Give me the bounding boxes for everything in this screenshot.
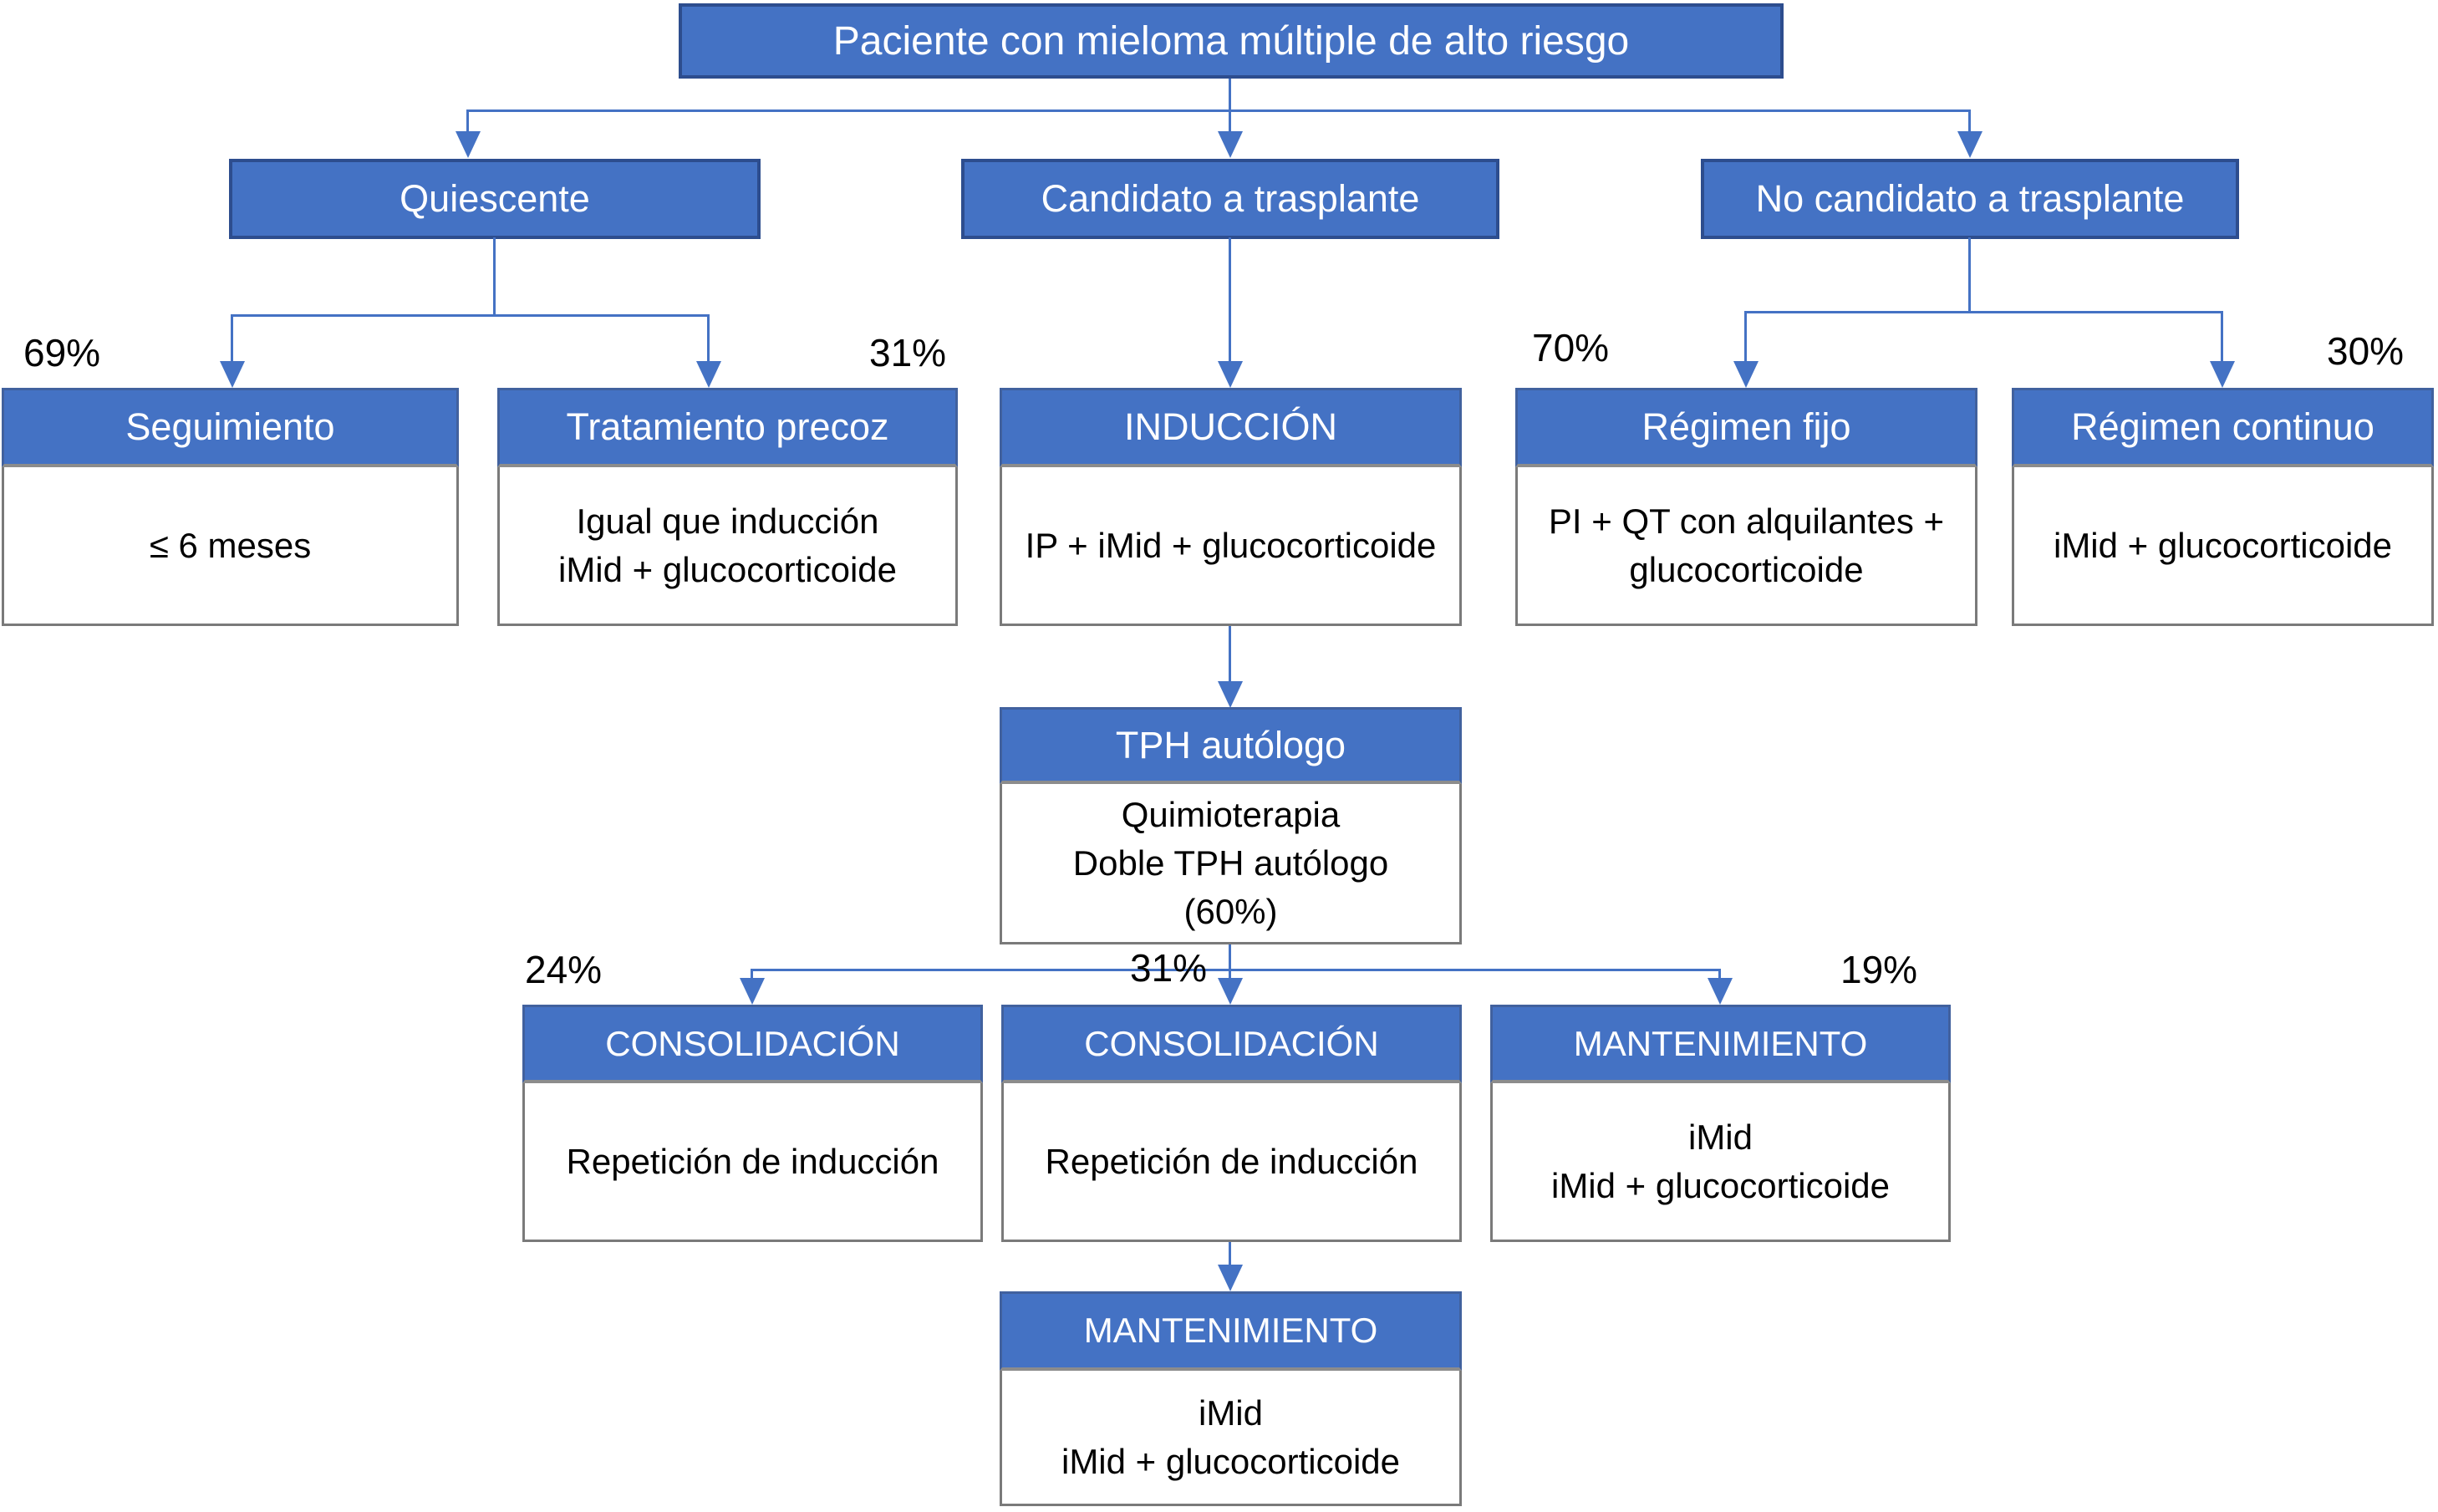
connector-drop-mantenimiento-right xyxy=(1718,969,1721,978)
node-regimen-fijo-header: Régimen fijo xyxy=(1515,388,1977,467)
branch-label-no-candidato: No candidato a trasplante xyxy=(1755,177,2185,220)
percent-mantenimiento-right: 19% xyxy=(1840,948,1918,991)
body-line: ≤ 6 meses xyxy=(149,525,312,565)
body-line: glucocorticoide xyxy=(1629,549,1864,589)
body-line: iMid + glucocorticoide xyxy=(1550,1165,1891,1205)
body-line: iMid xyxy=(1198,1392,1263,1433)
connector-drop-regimen-continuo xyxy=(2221,311,2223,361)
branch-label-quiescente: Quiescente xyxy=(400,177,590,220)
node-consolidacion-1-body: Repetición de inducción xyxy=(522,1083,983,1242)
body-line: Igual que inducción xyxy=(576,501,879,541)
node-consolidacion-2: CONSOLIDACIÓN Repetición de inducción xyxy=(1001,1005,1462,1242)
arrowhead-to-mantenimiento-bottom xyxy=(1218,1265,1243,1291)
node-seguimiento: Seguimiento ≤ 6 meses xyxy=(2,388,459,626)
connector-drop-consolidacion-1 xyxy=(751,969,753,978)
arrowhead-to-candidato xyxy=(1218,131,1243,158)
percent-regimen-fijo: 70% xyxy=(1532,326,1610,369)
node-mantenimiento-right-header: MANTENIMIENTO xyxy=(1490,1005,1951,1083)
connector-title-stem xyxy=(1229,79,1231,134)
body-line: PI + QT con alquilantes + xyxy=(1548,501,1945,541)
node-tratamiento-precoz-body: Igual que inducción iMid + glucocorticoi… xyxy=(497,467,958,626)
connector-drop-tratamiento xyxy=(707,314,710,361)
node-mantenimiento-bottom: MANTENIMIENTO iMid iMid + glucocorticoid… xyxy=(1000,1291,1462,1506)
branch-box-quiescente: Quiescente xyxy=(229,159,761,239)
arrowhead-to-regimen-fijo xyxy=(1733,361,1759,388)
branch-label-candidato: Candidato a trasplante xyxy=(1041,177,1420,220)
node-tph-autologo-body: Quimioterapia Doble TPH autólogo (60%) xyxy=(1000,784,1462,944)
arrowhead-to-no-candidato xyxy=(1957,131,1982,158)
arrowhead-to-seguimiento xyxy=(220,361,245,388)
body-line: iMid + glucocorticoide xyxy=(2053,525,2393,565)
branch-box-candidato: Candidato a trasplante xyxy=(961,159,1499,239)
connector-drop-quiescente xyxy=(466,109,469,134)
connector-drop-consolidacion-2 xyxy=(1229,969,1231,978)
body-line: Repetición de inducción xyxy=(1045,1141,1418,1181)
connector-consolidacion-2-stem xyxy=(1229,1242,1231,1265)
node-regimen-fijo: Régimen fijo PI + QT con alquilantes + g… xyxy=(1515,388,1977,626)
arrowhead-to-consolidacion-1 xyxy=(740,978,765,1005)
body-line: iMid + glucocorticoide xyxy=(557,549,898,589)
node-consolidacion-1-header: CONSOLIDACIÓN xyxy=(522,1005,983,1083)
node-seguimiento-body: ≤ 6 meses xyxy=(2,467,459,626)
body-line: iMid + glucocorticoide xyxy=(1061,1441,1401,1481)
branch-box-no-candidato: No candidato a trasplante xyxy=(1701,159,2239,239)
arrowhead-to-mantenimiento-right xyxy=(1708,978,1733,1005)
percent-consolidacion-1: 24% xyxy=(525,948,603,991)
node-regimen-fijo-body: PI + QT con alquilantes + glucocorticoid… xyxy=(1515,467,1977,626)
title-label: Paciente con mieloma múltiple de alto ri… xyxy=(832,18,1630,64)
body-line: Repetición de inducción xyxy=(566,1141,939,1181)
node-consolidacion-1: CONSOLIDACIÓN Repetición de inducción xyxy=(522,1005,983,1242)
node-regimen-continuo-header: Régimen continuo xyxy=(2012,388,2434,467)
arrowhead-to-consolidacion-2 xyxy=(1218,978,1243,1005)
body-line: Doble TPH autólogo xyxy=(1072,843,1389,883)
node-consolidacion-2-body: Repetición de inducción xyxy=(1001,1083,1462,1242)
node-tratamiento-precoz-header: Tratamiento precoz xyxy=(497,388,958,467)
connector-drop-regimen-fijo xyxy=(1744,311,1747,361)
arrowhead-to-induccion xyxy=(1218,361,1243,388)
connector-quiescente-stem xyxy=(493,237,496,314)
arrowhead-to-quiescente xyxy=(456,131,481,158)
connector-drop-seguimiento xyxy=(231,314,233,361)
node-tph-autologo-header: TPH autólogo xyxy=(1000,707,1462,784)
body-line: iMid xyxy=(1687,1117,1753,1157)
node-seguimiento-header: Seguimiento xyxy=(2,388,459,467)
node-induccion: INDUCCIÓN IP + iMid + glucocorticoide xyxy=(1000,388,1462,626)
node-regimen-continuo-body: iMid + glucocorticoide xyxy=(2012,467,2434,626)
connector-quiescente-crossbar xyxy=(232,314,709,317)
connector-no-candidato-stem xyxy=(1968,237,1971,311)
node-mantenimiento-right: MANTENIMIENTO iMid iMid + glucocorticoid… xyxy=(1490,1005,1951,1242)
node-tph-autologo: TPH autólogo Quimioterapia Doble TPH aut… xyxy=(1000,707,1462,944)
connector-drop-no-candidato xyxy=(1968,109,1971,134)
node-mantenimiento-bottom-body: iMid iMid + glucocorticoide xyxy=(1000,1371,1462,1506)
node-induccion-header: INDUCCIÓN xyxy=(1000,388,1462,467)
node-consolidacion-2-header: CONSOLIDACIÓN xyxy=(1001,1005,1462,1083)
percent-seguimiento: 69% xyxy=(23,331,101,374)
connector-title-crossbar xyxy=(468,109,1970,112)
connector-tph-stem xyxy=(1229,944,1231,971)
node-mantenimiento-right-body: iMid iMid + glucocorticoide xyxy=(1490,1083,1951,1242)
connector-candidato-stem xyxy=(1229,237,1231,361)
percent-consolidacion-2: 31% xyxy=(1130,946,1208,990)
node-regimen-continuo: Régimen continuo iMid + glucocorticoide xyxy=(2012,388,2434,626)
body-line: (60%) xyxy=(1183,891,1278,931)
percent-tratamiento-precoz: 31% xyxy=(869,331,947,374)
body-line: Quimioterapia xyxy=(1121,794,1341,834)
node-tratamiento-precoz: Tratamiento precoz Igual que inducción i… xyxy=(497,388,958,626)
arrowhead-to-tratamiento xyxy=(696,361,721,388)
title-box: Paciente con mieloma múltiple de alto ri… xyxy=(679,3,1784,79)
arrowhead-to-regimen-continuo xyxy=(2210,361,2235,388)
node-mantenimiento-bottom-header: MANTENIMIENTO xyxy=(1000,1291,1462,1371)
connector-tph-crossbar xyxy=(752,969,1720,971)
node-induccion-body: IP + iMid + glucocorticoide xyxy=(1000,467,1462,626)
percent-regimen-continuo: 30% xyxy=(2327,329,2405,373)
arrowhead-to-tph xyxy=(1218,681,1243,708)
body-line: IP + iMid + glucocorticoide xyxy=(1025,525,1437,565)
connector-induccion-stem xyxy=(1229,626,1231,681)
connector-no-candidato-crossbar xyxy=(1746,311,2222,313)
